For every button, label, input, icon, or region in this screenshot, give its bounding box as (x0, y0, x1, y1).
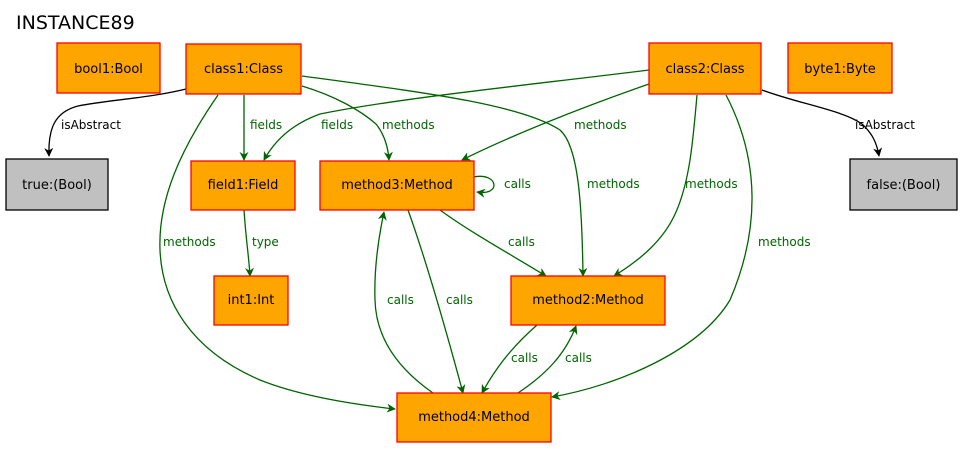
edge-class2-method3 (461, 83, 650, 161)
node-bool1[interactable]: bool1:Bool (56, 42, 161, 94)
node-field1-box[interactable] (190, 160, 296, 211)
edge-class2-method2 (613, 94, 698, 277)
node-class1[interactable]: class1:Class (185, 43, 302, 95)
node-int1-label: int1:Int (228, 293, 275, 308)
node-method4-label: method4:Method (418, 410, 530, 425)
node-false-label: false:(Bool) (867, 178, 941, 193)
edge-label-class2-method4: methods (758, 235, 811, 249)
node-bool1-label: bool1:Bool (74, 62, 143, 77)
edge-label-method3-method2: calls (508, 235, 535, 249)
node-method2[interactable]: method2:Method (510, 275, 666, 326)
node-byte1-label: byte1:Byte (804, 62, 875, 77)
edge-class2-method4 (551, 94, 753, 401)
edge-label-class1-method4: methods (163, 235, 216, 249)
edge-class1-method3 (301, 85, 393, 161)
node-true-box[interactable] (5, 158, 109, 211)
edge-method3-method4 (407, 209, 466, 394)
edge-label-class2-method2: methods (685, 177, 738, 191)
node-true[interactable]: true:(Bool) (5, 158, 109, 211)
edge-class1-true (44, 88, 187, 157)
node-class1-label: class1:Class (204, 62, 283, 77)
node-bool1-box[interactable] (56, 42, 161, 94)
edge-label-method2-method4: calls (511, 351, 538, 365)
edge-label-method4-method2: calls (565, 351, 592, 365)
edge-label-class1-true: isAbstract (61, 118, 121, 132)
node-method3[interactable]: method3:Method (319, 160, 475, 211)
edge-field1-int1 (243, 209, 255, 277)
node-false[interactable]: false:(Bool) (849, 158, 958, 211)
edge-method3-method2 (439, 209, 547, 277)
edge-label-method3-method4: calls (446, 293, 473, 307)
edge-method4-method2 (517, 325, 578, 394)
node-method2-box[interactable] (510, 275, 666, 326)
edge-label-method4-method3: calls (387, 293, 414, 307)
edge-label-class1-field1: fields (250, 118, 282, 132)
edge-class2-field1 (263, 69, 650, 161)
node-class2-label: class2:Class (665, 62, 744, 77)
edge-label-class1-method2: methods (587, 177, 640, 191)
node-method3-label: method3:Method (341, 178, 453, 193)
diagram-title: INSTANCE89 (16, 12, 135, 34)
node-method2-label: method2:Method (532, 293, 644, 308)
node-class1-box[interactable] (185, 43, 302, 95)
node-int1-box[interactable] (213, 275, 289, 326)
edge-label-class2-method3: methods (574, 118, 627, 132)
edge-class1-method4 (159, 94, 396, 413)
edge-method2-method4 (481, 324, 538, 394)
edge-method3-self (473, 175, 495, 198)
edge-label-class2-field1: fields (321, 118, 353, 132)
edge-label-method3-self: calls (504, 177, 531, 191)
node-true-label: true:(Bool) (22, 178, 92, 193)
edge-label-class1-method3: methods (382, 118, 435, 132)
node-method4-box[interactable] (396, 392, 552, 443)
edge-class2-false (761, 89, 883, 157)
node-byte1[interactable]: byte1:Byte (787, 42, 893, 94)
node-field1[interactable]: field1:Field (190, 160, 296, 211)
node-false-box[interactable] (849, 158, 958, 211)
edge-method4-method3 (374, 211, 434, 394)
node-method3-box[interactable] (319, 160, 475, 211)
edge-label-class2-false: isAbstract (855, 118, 915, 132)
edges: isAbstract isAbstract fields fields meth… (44, 69, 915, 413)
node-int1[interactable]: int1:Int (213, 275, 289, 326)
node-field1-label: field1:Field (208, 178, 279, 193)
node-method4[interactable]: method4:Method (396, 392, 552, 443)
edge-class1-method2 (301, 75, 588, 277)
node-byte1-box[interactable] (787, 42, 893, 94)
edge-label-field1-int1: type (252, 235, 279, 249)
node-class2[interactable]: class2:Class (648, 42, 762, 95)
node-class2-box[interactable] (648, 42, 762, 95)
